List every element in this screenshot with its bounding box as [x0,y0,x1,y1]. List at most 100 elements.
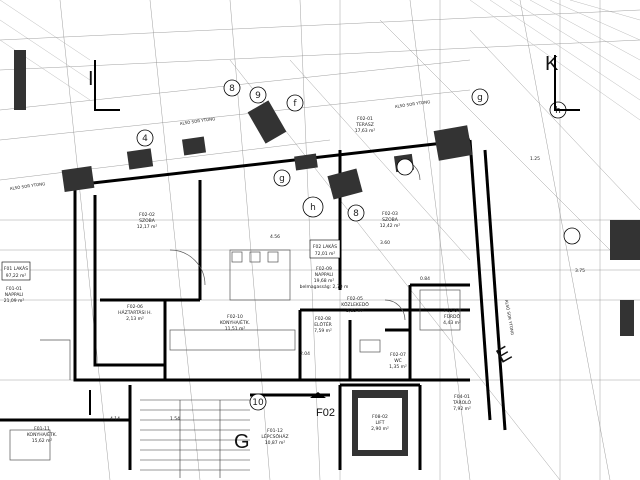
svg-text:F02-08: F02-08 [315,316,331,322]
grid-marker-8a: 8 [229,84,235,94]
svg-text:12,42 m²: 12,42 m² [380,223,401,229]
svg-text:3.60: 3.60 [380,240,390,246]
room-f04-01: F04-01 TÁROLÓ 7,92 m² [452,394,471,412]
svg-text:NAPPALI: NAPPALI [5,292,24,298]
svg-text:F08-02: F08-02 [372,414,388,420]
svg-text:4.56: 4.56 [270,234,280,240]
room-f01-01: F01-01 NAPPALI 21,09 m² [4,286,25,304]
room-f02-08: F02-08 ELŐTÉR 7,59 m² [314,316,332,334]
svg-text:ELŐTÉR: ELŐTÉR [314,320,332,328]
svg-text:ALSÓ SOR YTONG: ALSÓ SOR YTONG [394,99,430,109]
svg-text:KONYHA/ÉTK.: KONYHA/ÉTK. [27,430,57,438]
grid-marker-4: 4 [142,134,148,144]
svg-text:4,43 m²: 4,43 m² [443,320,461,326]
svg-text:2,90 m²: 2,90 m² [371,426,389,432]
apartment-f02-box: F02 LAKÁS 72,01 m² [309,239,341,259]
room-labels: F02-02 SZOBA 12,17 m² F02-03 SZOBA 12,42… [4,116,472,446]
svg-text:15,62 m²: 15,62 m² [32,438,53,444]
svg-text:KONYHA/ÉTK.: KONYHA/ÉTK. [220,318,250,326]
svg-text:ALSÓ SOR YTONG: ALSÓ SOR YTONG [179,116,215,126]
grid-marker-f: f [293,99,297,109]
svg-text:SZOBA: SZOBA [382,217,399,223]
svg-text:F02-07: F02-07 [390,352,406,358]
svg-text:17,63 m²: 17,63 m² [355,128,376,134]
section-letter-i: I [88,68,94,90]
svg-text:4.14: 4.14 [110,416,120,422]
svg-text:2.04: 2.04 [300,351,310,357]
svg-text:7,92 m²: 7,92 m² [453,406,471,412]
svg-text:7,59 m²: 7,59 m² [314,328,332,334]
svg-text:F01-01: F01-01 [6,286,22,292]
svg-text:belmagasság: 2,70 m: belmagasság: 2,70 m [300,283,349,290]
room-f02-10: F02-10 KONYHA/ÉTK. 11,51 m² [220,314,250,332]
stairs [140,399,250,478]
svg-text:19,68 m²: 19,68 m² [314,278,335,284]
svg-text:F04-01: F04-01 [454,394,470,400]
svg-text:TÁROLÓ: TÁROLÓ [452,399,471,406]
grid-marker-8: 8 [353,209,359,219]
svg-text:LIFT: LIFT [375,420,384,426]
room-f02-06: F02-06 HÁZTARTÁSI H. 2,13 m² [118,304,152,322]
svg-text:F02-05: F02-05 [347,296,363,302]
grid-marker-h2: h [310,203,316,213]
room-f02-01: F02-01 TERASZ 17,63 m² [355,116,376,134]
svg-text:KÖZLEKEDŐ: KÖZLEKEDŐ [341,301,369,308]
grid-marker-g2: g [477,93,483,103]
svg-text:F01-12: F01-12 [267,428,283,434]
svg-text:FÜRDŐ: FÜRDŐ [444,313,460,320]
level-label: F02 [316,407,335,419]
fixtures [9,159,461,461]
svg-text:1,35 m²: 1,35 m² [389,364,407,370]
room-f02-09: F02-09 NAPPALI 19,68 m² belmagasság: 2,7… [300,266,349,290]
svg-text:NAPPALI: NAPPALI [315,272,334,278]
svg-text:ALSÓ SOR YTONG: ALSÓ SOR YTONG [504,299,515,335]
svg-text:3,85 m²: 3,85 m² [346,308,364,314]
svg-text:F02-04: F02-04 [444,308,460,314]
svg-text:F02-01: F02-01 [357,116,373,122]
svg-text:HÁZTARTÁSI H.: HÁZTARTÁSI H. [118,309,152,316]
svg-text:TERASZ: TERASZ [355,122,374,128]
room-f01-11: F01-11 KONYHA/ÉTK. 15,62 m² [27,426,57,444]
dimension-labels: 4.56 3.75 3.60 1.54 4.14 2.04 0.84 1.25 [110,156,585,422]
svg-text:F02-02: F02-02 [139,212,155,218]
svg-text:0.84: 0.84 [420,276,430,282]
svg-text:F02-10: F02-10 [227,314,243,320]
section-letter-e: E [493,342,516,368]
room-f08-02: F08-02 LIFT 2,90 m² [371,414,389,432]
room-f02-03: F02-03 SZOBA 12,42 m² [380,211,401,229]
svg-text:F02 LAKÁS: F02 LAKÁS [313,243,337,250]
svg-text:21,09 m²: 21,09 m² [4,298,25,304]
section-letter-g: G [234,431,250,453]
wall-notes: ALSÓ SOR YTONG ALSÓ SOR YTONG ALSÓ SOR Y… [9,99,515,335]
room-f02-02: F02-02 SZOBA 12,17 m² [137,212,158,230]
room-f02-05: F02-05 KÖZLEKEDŐ 3,85 m² [341,296,369,314]
main-walls [0,138,507,470]
section-letter-k: K [545,53,559,75]
svg-text:LÉPCSŐHÁZ: LÉPCSŐHÁZ [261,432,288,440]
svg-text:97,22 m²: 97,22 m² [6,273,27,279]
svg-text:3.75: 3.75 [575,268,585,274]
grid-marker-9: 9 [255,91,261,101]
svg-text:WC: WC [394,358,402,364]
room-f02-07: F02-07 WC 1,35 m² [389,352,407,370]
svg-text:12,17 m²: 12,17 m² [137,224,158,230]
room-f02-04: F02-04 FÜRDŐ 4,43 m² [443,308,461,326]
svg-text:F01-11: F01-11 [34,426,50,432]
svg-text:1.54: 1.54 [170,416,180,422]
svg-text:F02-09: F02-09 [316,266,332,272]
columns [14,50,640,456]
svg-text:1.25: 1.25 [530,156,540,162]
svg-text:10,87 m²: 10,87 m² [265,440,286,446]
svg-text:11,51 m²: 11,51 m² [225,326,246,332]
apartment-f01-box: F01 LAKÁS 97,22 m² [1,261,31,281]
svg-text:ALSÓ SOR YTONG: ALSÓ SOR YTONG [9,181,45,191]
grid-marker-10: 10 [252,398,264,408]
svg-text:72,01 m²: 72,01 m² [315,251,336,257]
room-f01-stair: F01-12 LÉPCSŐHÁZ 10,87 m² [261,428,288,446]
svg-text:2,13 m²: 2,13 m² [126,316,144,322]
svg-text:F02-03: F02-03 [382,211,398,217]
svg-text:SZOBA: SZOBA [139,218,156,224]
svg-text:F02-06: F02-06 [127,304,143,310]
grid-marker-g: g [279,174,285,184]
